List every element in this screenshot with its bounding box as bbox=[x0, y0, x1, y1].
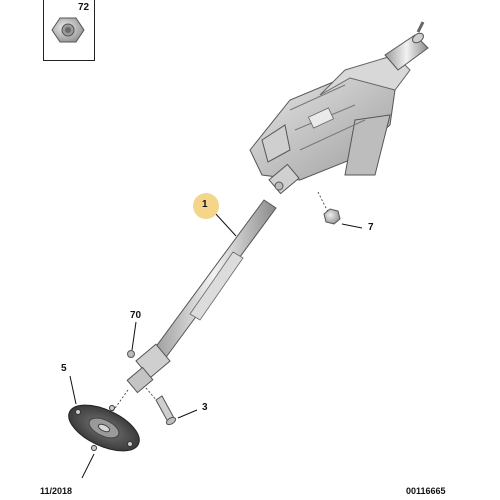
nut-72-icon bbox=[51, 17, 85, 43]
lower-universal-joint bbox=[126, 343, 171, 394]
callout-1: 1 bbox=[202, 199, 208, 210]
callout-1-highlight bbox=[193, 193, 219, 219]
column-housing bbox=[249, 54, 411, 181]
inset-part-number: 72 bbox=[78, 2, 90, 13]
bolt-70-icon bbox=[127, 350, 135, 358]
upper-tube bbox=[384, 21, 429, 71]
leader-lines bbox=[69, 212, 363, 479]
nut-7-icon bbox=[317, 191, 341, 225]
callout-5: 5 bbox=[61, 363, 67, 374]
footer-reference: 00116665 bbox=[406, 486, 446, 496]
intermediate-shaft bbox=[151, 199, 277, 361]
footer-date: 11/2018 bbox=[40, 486, 73, 496]
callout-70: 70 bbox=[130, 310, 142, 321]
flange-5-icon bbox=[68, 389, 140, 452]
callout-7: 7 bbox=[368, 222, 374, 233]
callout-3: 3 bbox=[202, 402, 208, 413]
upper-universal-joint bbox=[268, 163, 300, 195]
bolt-3-icon bbox=[145, 387, 177, 426]
